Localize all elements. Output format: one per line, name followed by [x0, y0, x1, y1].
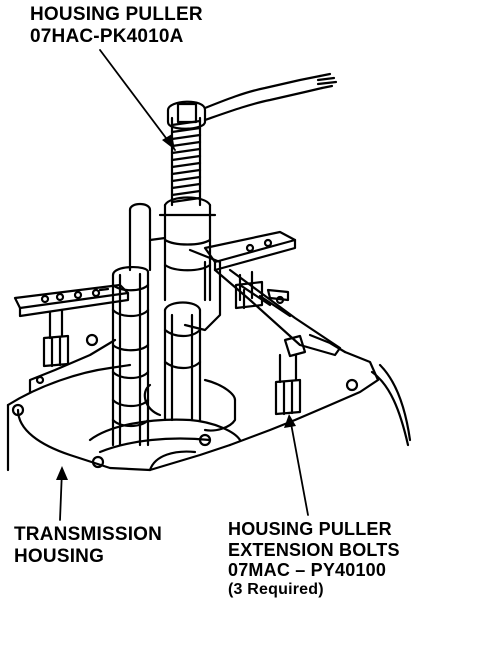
puller-yoke [128, 196, 222, 332]
arrow-head-bolts [284, 414, 296, 428]
wrench [166, 72, 338, 130]
extension-bolts-part-number: 07MAC – PY40100 [228, 560, 387, 581]
leader-extension-bolts [289, 417, 309, 516]
transmission-housing-label-line2: HOUSING [14, 545, 105, 567]
right-extension-bolts [234, 270, 307, 416]
mainshaft-column [111, 266, 150, 447]
arrow-head-puller [162, 134, 175, 150]
transmission-housing-label-line1: TRANSMISSION [14, 524, 163, 545]
countershaft-column [143, 301, 237, 422]
extension-bolts-label-line2: EXTENSION BOLTS [228, 539, 400, 560]
arrow-head-housing [56, 466, 68, 480]
housing-puller-part-number: 07HAC-PK4010A [30, 25, 184, 47]
arrow-heads [56, 134, 296, 480]
extension-bolts-label: HOUSING PULLER EXTENSION BOLTS 07MAC – P… [228, 519, 400, 599]
leader-lines [59, 49, 309, 521]
housing-puller-label: HOUSING PULLER 07HAC-PK4010A [30, 4, 203, 48]
right-puller-bar [203, 230, 342, 357]
leader-housing-puller [99, 49, 176, 151]
transmission-housing-label: TRANSMISSION HOUSING [14, 524, 162, 568]
left-extension-bolt [42, 308, 70, 368]
extension-bolts-label-line1: HOUSING PULLER [228, 519, 392, 539]
extension-bolts-quantity: (3 Required) [228, 581, 324, 599]
housing-puller-label-line1: HOUSING PULLER [30, 4, 203, 25]
left-puller-bar [13, 283, 130, 318]
puller-screw [170, 116, 202, 207]
